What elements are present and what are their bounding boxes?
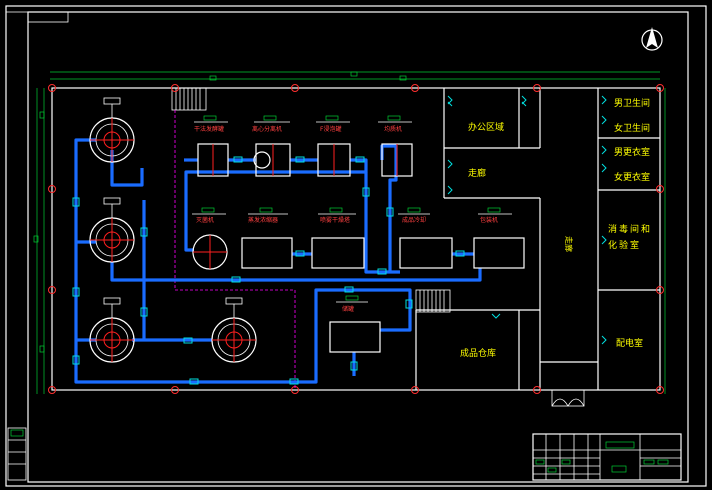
equipment-plates <box>192 115 512 303</box>
room-hall: 走廊 <box>564 236 574 252</box>
valves <box>72 156 465 385</box>
label-e1: 干法发酵罐 <box>194 125 224 133</box>
room-corridor: 走廊 <box>468 167 486 179</box>
room-office-area: 办公区域 <box>468 121 504 133</box>
room-product-warehouse: 成品仓库 <box>460 347 496 359</box>
fermenter-tanks <box>89 97 257 363</box>
dimension-lines <box>33 71 666 394</box>
inner-frame <box>27 11 689 483</box>
stairs <box>171 87 451 313</box>
label-e2: 离心分离机 <box>252 125 282 133</box>
zone-boundary <box>174 110 296 390</box>
label-e6: 蒸发浓缩器 <box>248 216 278 224</box>
label-e4: 均质机 <box>384 125 402 133</box>
side-title-strip <box>7 427 27 481</box>
room-men-toilet: 男卫生间 <box>614 97 650 109</box>
tank-5 <box>192 234 228 270</box>
label-e5: 灭菌机 <box>196 216 214 224</box>
north-arrow-icon <box>641 27 663 51</box>
label-e7: 喷雾干燥塔 <box>320 216 350 224</box>
title-block <box>532 433 682 481</box>
room-power-room: 配电室 <box>616 337 643 349</box>
label-e9: 包装机 <box>480 216 498 224</box>
outer-frame <box>5 5 707 487</box>
column-markers <box>48 84 664 394</box>
label-e8: 成品冷却 <box>402 216 426 224</box>
process-equipment <box>197 143 525 353</box>
room-women-toilet: 女卫生间 <box>614 122 650 134</box>
building-walls <box>51 87 661 407</box>
tank-1 <box>89 97 135 163</box>
room-men-locker: 男更衣室 <box>614 146 650 158</box>
frame-tab <box>27 11 69 23</box>
room-women-locker: 女更衣室 <box>614 171 650 183</box>
tank-2 <box>89 197 135 263</box>
label-e10: 储罐 <box>342 305 354 313</box>
tank-4 <box>211 297 257 363</box>
room-sterilization-lab: 消毒间和化验室 <box>608 225 650 251</box>
label-e3: F浸泡罐 <box>320 125 341 133</box>
tank-3 <box>89 297 135 363</box>
room-fixtures <box>447 95 607 345</box>
